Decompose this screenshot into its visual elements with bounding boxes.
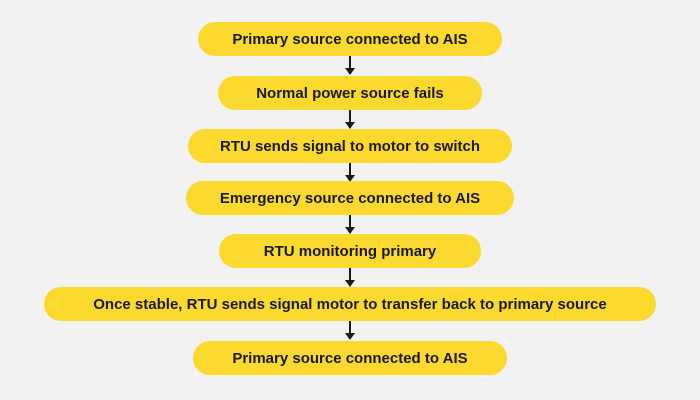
step-label: Primary source connected to AIS bbox=[232, 30, 468, 48]
step-label: Normal power source fails bbox=[256, 84, 444, 102]
step-1-primary-connected: Primary source connected to AIS bbox=[198, 22, 502, 56]
step-label: RTU monitoring primary bbox=[263, 242, 437, 260]
step-label: RTU sends signal to motor to switch bbox=[219, 137, 481, 155]
step-3-rtu-signal-switch: RTU sends signal to motor to switch bbox=[188, 129, 512, 163]
step-4-emergency-connected: Emergency source connected to AIS bbox=[186, 181, 514, 215]
step-label: Emergency source connected to AIS bbox=[219, 189, 481, 207]
step-6-transfer-back: Once stable, RTU sends signal motor to t… bbox=[44, 287, 656, 321]
step-label: Once stable, RTU sends signal motor to t… bbox=[93, 295, 607, 313]
step-5-rtu-monitoring: RTU monitoring primary bbox=[219, 234, 481, 268]
step-7-primary-reconnected: Primary source connected to AIS bbox=[193, 341, 507, 375]
step-label: Primary source connected to AIS bbox=[232, 349, 468, 367]
step-2-normal-source-fails: Normal power source fails bbox=[218, 76, 482, 110]
